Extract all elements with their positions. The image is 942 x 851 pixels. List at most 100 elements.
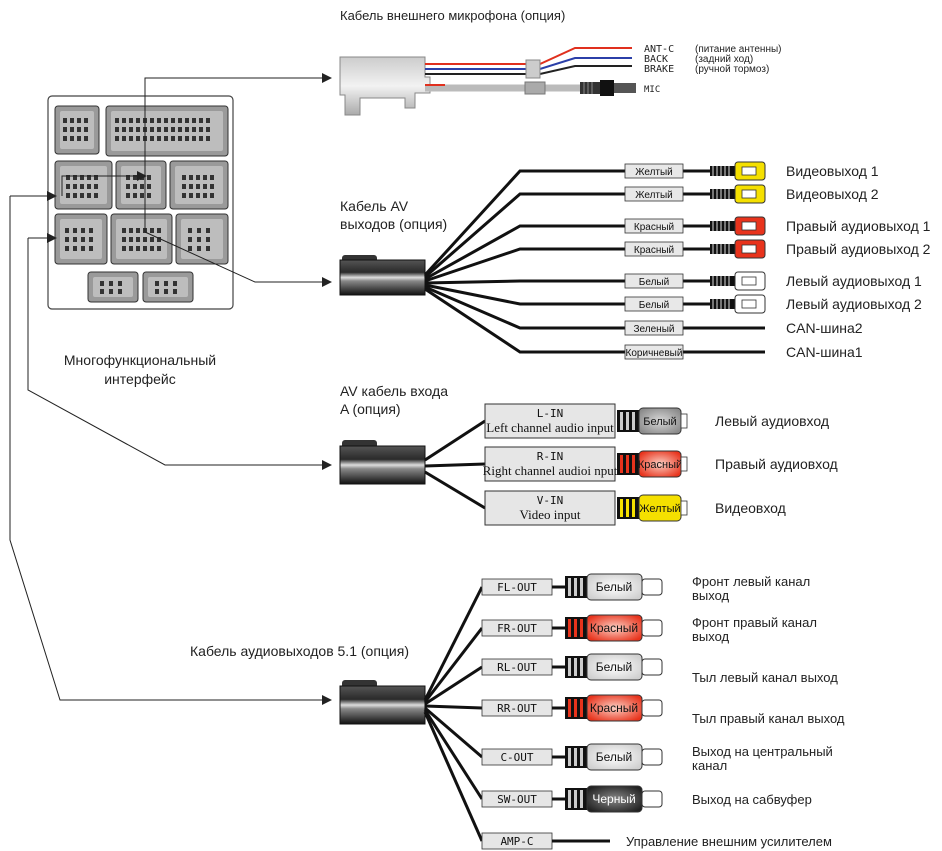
arrow-to-audio51 bbox=[9, 196, 332, 705]
interface-pin bbox=[199, 136, 203, 141]
interface-pin bbox=[73, 228, 77, 233]
interface-pin bbox=[70, 118, 74, 123]
interface-pin bbox=[84, 127, 88, 132]
interface-pin bbox=[171, 136, 175, 141]
interface-pin bbox=[115, 118, 119, 123]
interface-pin bbox=[203, 175, 207, 180]
interface-pin bbox=[122, 237, 126, 242]
av-input-box bbox=[484, 403, 616, 439]
audio51-wire bbox=[423, 711, 484, 842]
interface-pin bbox=[206, 118, 210, 123]
rca-plug-grip bbox=[632, 499, 635, 517]
interface-pin bbox=[63, 136, 67, 141]
rca-plug-body bbox=[710, 221, 735, 231]
rca-plug-tip bbox=[641, 748, 663, 766]
av-input-desc: Video input bbox=[520, 507, 581, 522]
rca-plug-tip bbox=[641, 699, 663, 717]
arrow-to-av-out bbox=[144, 231, 332, 287]
wire-code-ant: ANT-C bbox=[644, 44, 674, 55]
interface-pin bbox=[185, 118, 189, 123]
interface-pin bbox=[94, 193, 98, 198]
audio51-label: Фронт правый канал bbox=[692, 615, 817, 630]
audio51-label: Выход на центральный bbox=[692, 744, 833, 759]
interface-pin bbox=[199, 127, 203, 132]
av-output-tag bbox=[624, 344, 684, 360]
av-output-tag bbox=[624, 218, 684, 234]
interface-pin bbox=[210, 184, 214, 189]
interface-pin bbox=[136, 127, 140, 132]
interface-pin bbox=[136, 118, 140, 123]
interface-pin bbox=[140, 193, 144, 198]
av-output-tag-text: Красный bbox=[634, 222, 674, 233]
rca-plug-grip bbox=[620, 412, 623, 430]
interface-pin bbox=[157, 237, 161, 242]
interface-pin bbox=[192, 127, 196, 132]
interface-pin bbox=[115, 127, 119, 132]
rca-plug-tip bbox=[680, 500, 688, 516]
connection-arrows bbox=[9, 73, 332, 705]
audio51-label-line2: выход bbox=[692, 588, 730, 603]
rca-plug-tip bbox=[641, 658, 663, 676]
rca-plug-grip bbox=[574, 658, 577, 676]
av-output-label: Левый аудиовыход 2 bbox=[786, 296, 922, 312]
av-output-tag-text: Коричневый bbox=[626, 348, 683, 359]
av-output-label: Видеовыход 1 bbox=[786, 163, 879, 179]
av-output-tag-text: Зеленый bbox=[634, 324, 675, 335]
interface-pin bbox=[143, 237, 147, 242]
mic-wires bbox=[425, 47, 632, 95]
interface-pin bbox=[118, 289, 122, 294]
rca-plug-tag: Белый bbox=[596, 750, 632, 764]
arrow-to-av-in bbox=[27, 238, 332, 470]
audio51-tag-text: SW-OUT bbox=[497, 793, 537, 806]
interface-pin bbox=[164, 289, 168, 294]
interface-pin bbox=[89, 246, 93, 251]
rca-plug-grip bbox=[568, 619, 571, 637]
av-output: Желтый Видеовыход 2 bbox=[424, 184, 879, 279]
av-output-tag bbox=[624, 186, 684, 202]
av-output-tag-text: Желтый bbox=[635, 190, 673, 201]
interface-pin bbox=[77, 118, 81, 123]
rca-plug-body bbox=[710, 166, 735, 176]
rca-plug-grip bbox=[568, 578, 571, 596]
interface-pin bbox=[188, 237, 192, 242]
interface-pin bbox=[122, 246, 126, 251]
interface-pin bbox=[133, 193, 137, 198]
interface-pin bbox=[185, 127, 189, 132]
rca-plug-grip bbox=[568, 748, 571, 766]
av-output-label: CAN-шина1 bbox=[786, 344, 863, 360]
av-input-wire bbox=[424, 462, 486, 468]
interface-pin bbox=[100, 281, 104, 286]
audio51-plug bbox=[339, 680, 426, 725]
interface-pin bbox=[192, 136, 196, 141]
interface-pin bbox=[173, 289, 177, 294]
rca-plug-tip bbox=[741, 244, 757, 254]
rca-plug-grip bbox=[574, 699, 577, 717]
interface-pin bbox=[178, 127, 182, 132]
av-output-label: Видеовыход 2 bbox=[786, 186, 879, 202]
av-output-tag bbox=[624, 320, 684, 336]
rca-plug-tip bbox=[641, 790, 663, 808]
interface-pin bbox=[136, 228, 140, 233]
interface-pin bbox=[150, 127, 154, 132]
av-out-branches: Желтый Видеовыход 1 Желтый Видеовыход 2Крас… bbox=[423, 161, 931, 360]
rca-plug-grip bbox=[580, 790, 583, 808]
interface-pin bbox=[164, 118, 168, 123]
interface-pin bbox=[70, 127, 74, 132]
interface-pin bbox=[133, 175, 137, 180]
interface-pin bbox=[147, 193, 151, 198]
av-input-wire bbox=[424, 419, 486, 462]
av-input-label: Правый аудиовход bbox=[715, 456, 838, 472]
interface-pin bbox=[122, 136, 126, 141]
av-output-label: Левый аудиовыход 1 bbox=[786, 273, 922, 289]
interface-pin bbox=[136, 246, 140, 251]
interface-pin bbox=[122, 118, 126, 123]
interface-pin bbox=[81, 228, 85, 233]
av-input-desc: Left channel audio input bbox=[486, 420, 614, 435]
